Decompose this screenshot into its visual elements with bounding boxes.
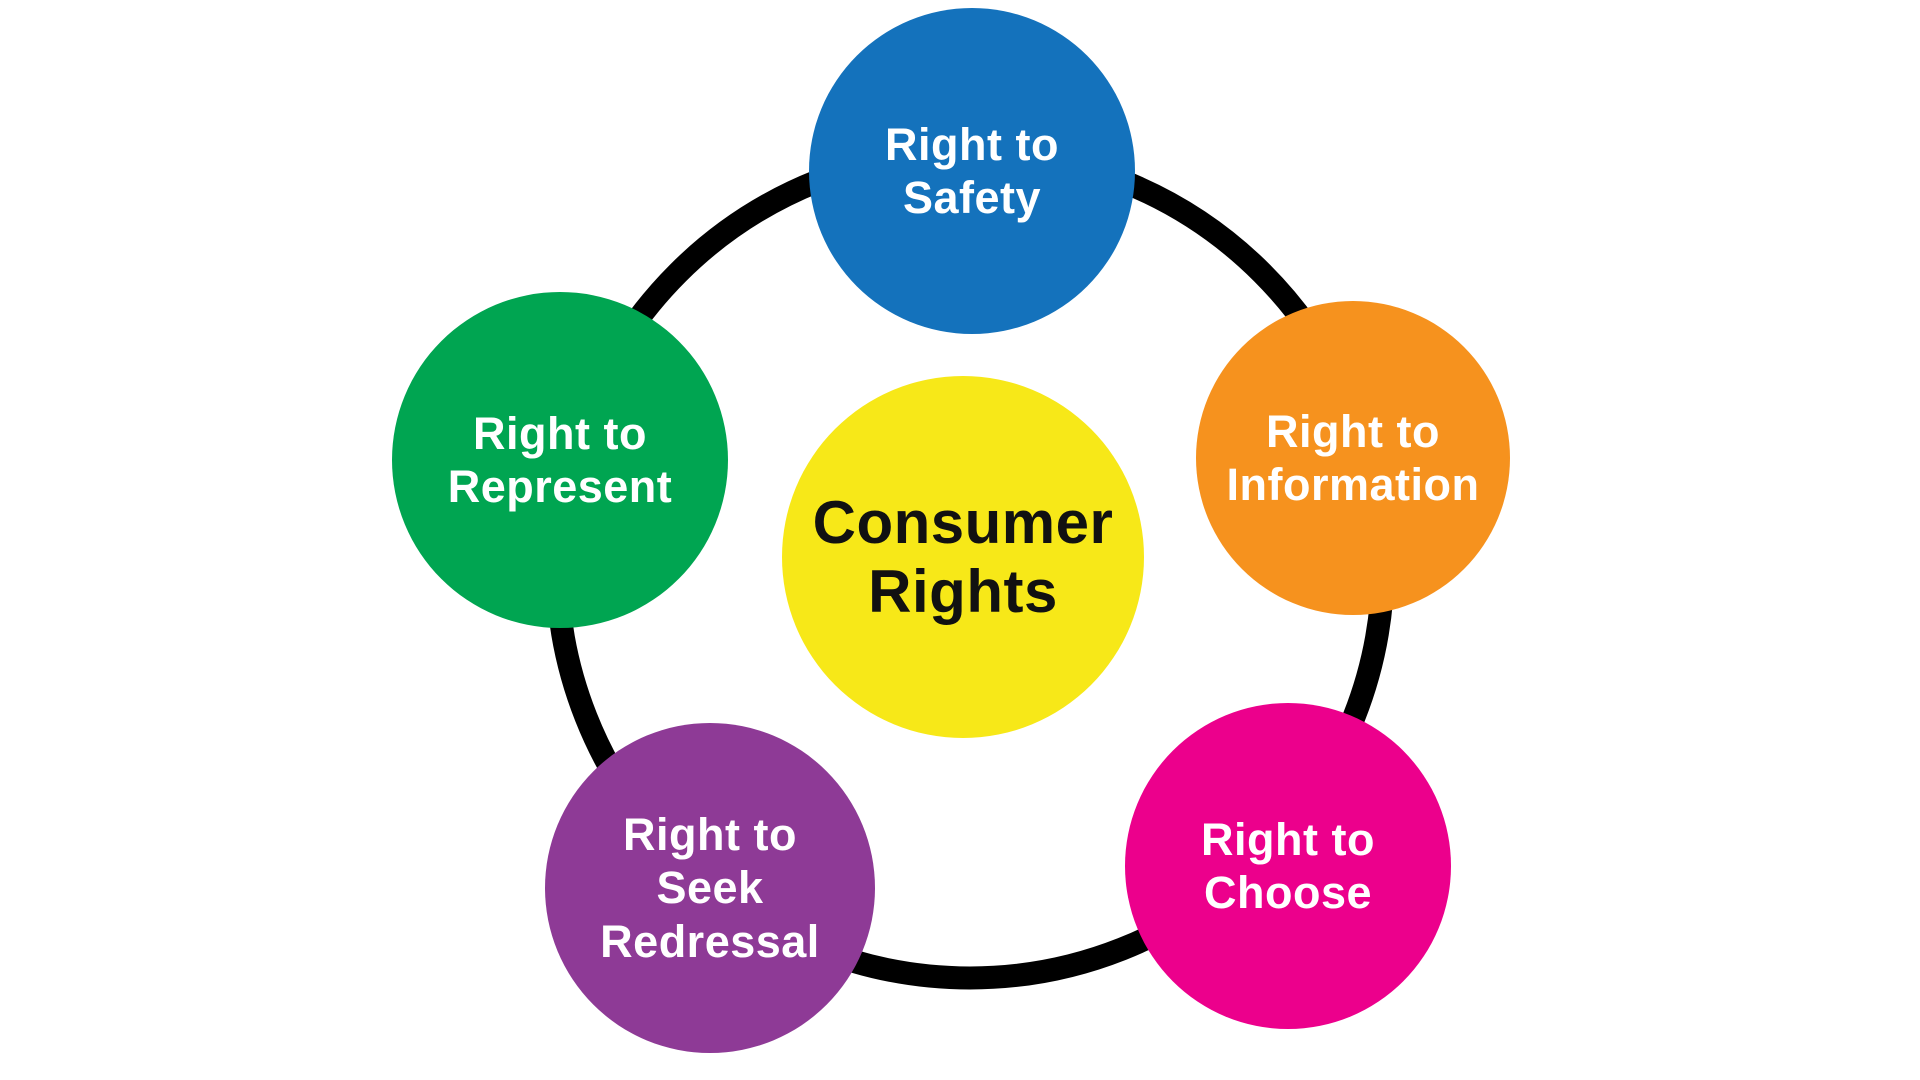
node-label-consumer-rights: Consumer Rights (812, 489, 1114, 625)
node-label-right-to-information: Right to Information (1226, 405, 1480, 510)
node-label-right-to-choose: Right to Choose (1201, 813, 1375, 918)
node-label-right-to-seek-redressal: Right to Seek Redressal (600, 809, 820, 967)
node-label-right-to-safety: Right to Safety (885, 118, 1059, 223)
node-consumer-rights-center: Consumer Rights (782, 376, 1144, 738)
node-right-to-choose: Right to Choose (1125, 703, 1451, 1029)
node-right-to-information: Right to Information (1196, 301, 1510, 615)
node-right-to-represent: Right to Represent (392, 292, 728, 628)
node-right-to-seek-redressal: Right to Seek Redressal (545, 723, 875, 1053)
node-right-to-safety: Right to Safety (809, 8, 1135, 334)
node-label-right-to-represent: Right to Represent (447, 407, 673, 512)
